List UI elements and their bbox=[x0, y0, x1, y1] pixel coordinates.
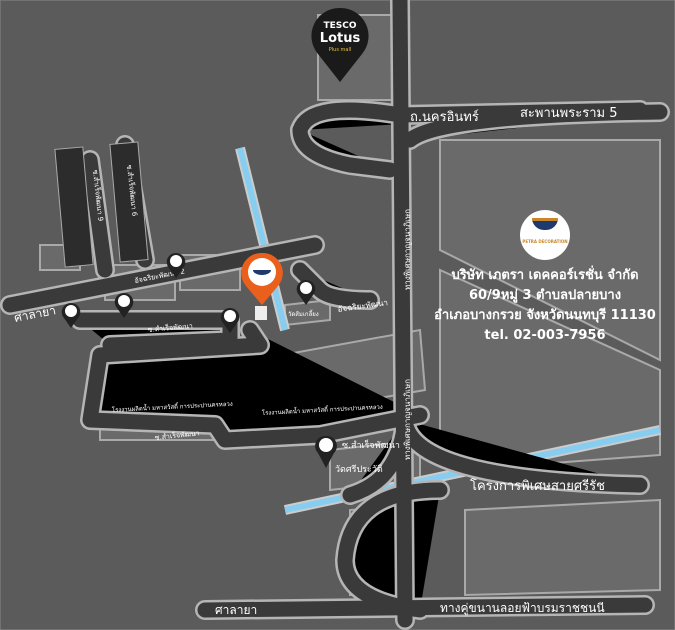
tesco-small-pin-icon bbox=[114, 292, 134, 318]
road-label-rama5: สะพานพระราม 5 bbox=[520, 106, 617, 121]
place-label-wat-som: วัดส้มเกลี้ยง bbox=[288, 308, 319, 318]
tesco-lotus-pin[interactable]: TESCO Lotus Plus mall bbox=[311, 7, 369, 82]
temple-pin-icon bbox=[296, 279, 316, 305]
road-label-soi-samret: ซ.สำเร็จพัฒนา bbox=[147, 321, 193, 334]
company-address-line2: อำเภอบางกรวย จังหวัดนนทบุรี 11130 bbox=[434, 308, 656, 323]
road-label-sirat: โครงการพิเศษสายศรีรัช bbox=[470, 478, 605, 494]
store-pin-icon bbox=[166, 252, 186, 278]
place-label-wat-sri: วัดศรีประวัติ bbox=[335, 464, 383, 475]
company-phone[interactable]: tel. 02-003-7956 bbox=[484, 328, 606, 343]
temple-pin-icon bbox=[220, 307, 240, 333]
poi-pins bbox=[61, 252, 337, 468]
company-name: บริษัท เภตรา เดคคอร์เรชั่น จำกัด bbox=[451, 268, 639, 283]
tesco-text: TESCO bbox=[323, 21, 356, 31]
road-label-kanchana-2: ทางพิเศษกาญจนาภิเษก bbox=[403, 379, 412, 460]
roads bbox=[10, 0, 660, 620]
seven-eleven-pin-icon bbox=[61, 302, 81, 328]
road-label-salaya-bottom: ศาลายา bbox=[215, 603, 257, 617]
road-label-soi-samret-3: ซ.สำเร็จพัฒนา bbox=[342, 438, 400, 451]
road-label-kanchana: ทางพิเศษกาญจนาภิเษก bbox=[403, 209, 412, 290]
plus-mall-text: Plus mall bbox=[329, 47, 351, 53]
company-info: PETRA DECORATION บริษัท เภตรา เดคคอร์เรช… bbox=[420, 210, 670, 346]
company-location-pin[interactable] bbox=[241, 252, 283, 320]
lotus-text: Lotus bbox=[320, 31, 361, 46]
company-logo: PETRA DECORATION bbox=[520, 210, 570, 260]
temple-pin-icon bbox=[315, 435, 337, 468]
company-address-line1: 60/9หมู่ 3 ตำบลปลายบาง bbox=[468, 288, 622, 303]
road-label-nakhon-in: ถ.นครอินทร์ bbox=[410, 109, 479, 125]
road-label-parallel: ทางคู่ขนานลอยฟ้าบรมราชชนนี bbox=[440, 601, 605, 616]
